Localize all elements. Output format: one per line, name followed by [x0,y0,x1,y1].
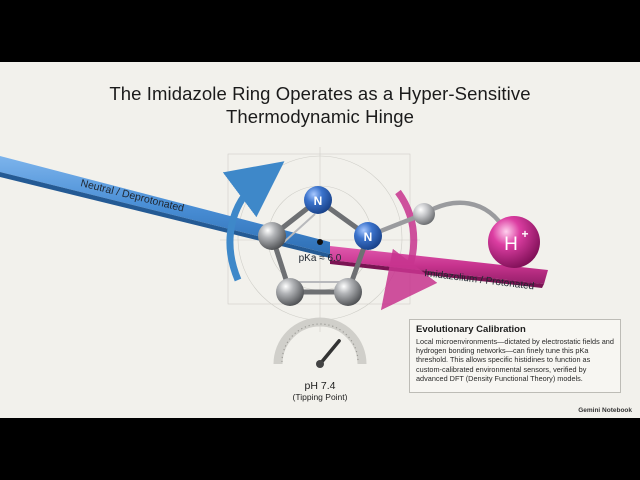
rotate-up-arrow-icon [222,161,285,282]
nitrogen-atom-top [304,186,332,214]
carbon-atom-left [258,222,286,250]
neutral-bar [0,156,330,258]
rotate-down-arrow-icon [380,189,438,311]
nitrogen-atom-right [354,222,382,250]
nitrogen-right-label: N [364,230,373,244]
proton-charge-label: + [521,227,528,241]
pka-label: pKa ≈ 6.0 [299,253,342,264]
proton-label: H [504,234,518,255]
nitrogen-top-label: N [314,194,323,208]
slide: N N H + Neutral / Deprotonated pKa ≈ 6.0… [0,62,640,418]
small-atom [413,203,435,225]
callout-box: Evolutionary Calibration Local microenvi… [409,319,621,393]
proton-sphere [488,216,540,268]
gauge-label: pH 7.4 (Tipping Point) [270,380,370,402]
gauge-sub-label: (Tipping Point) [292,392,348,402]
callout-body: Local microenvironments—dictated by elec… [416,337,614,383]
carbon-atom-bottom-right [334,278,362,306]
page-title: The Imidazole Ring Operates as a Hyper-S… [0,82,640,128]
callout-heading: Evolutionary Calibration [416,324,526,335]
ring-center-dot [317,239,323,245]
hinge-diagram: N N H + Neutral / Deprotonated pKa ≈ 6.0… [0,147,548,368]
page-title-line2: Thermodynamic Hinge [225,106,414,127]
carbon-atom-bottom-left [276,278,304,306]
gauge-needle [318,339,341,366]
watermark: Gemini Notebook [578,407,632,414]
gauge-icon [273,317,367,368]
gauge-value-label: pH 7.4 [304,380,336,392]
page-title-line1: The Imidazole Ring Operates as a Hyper-S… [109,83,531,104]
